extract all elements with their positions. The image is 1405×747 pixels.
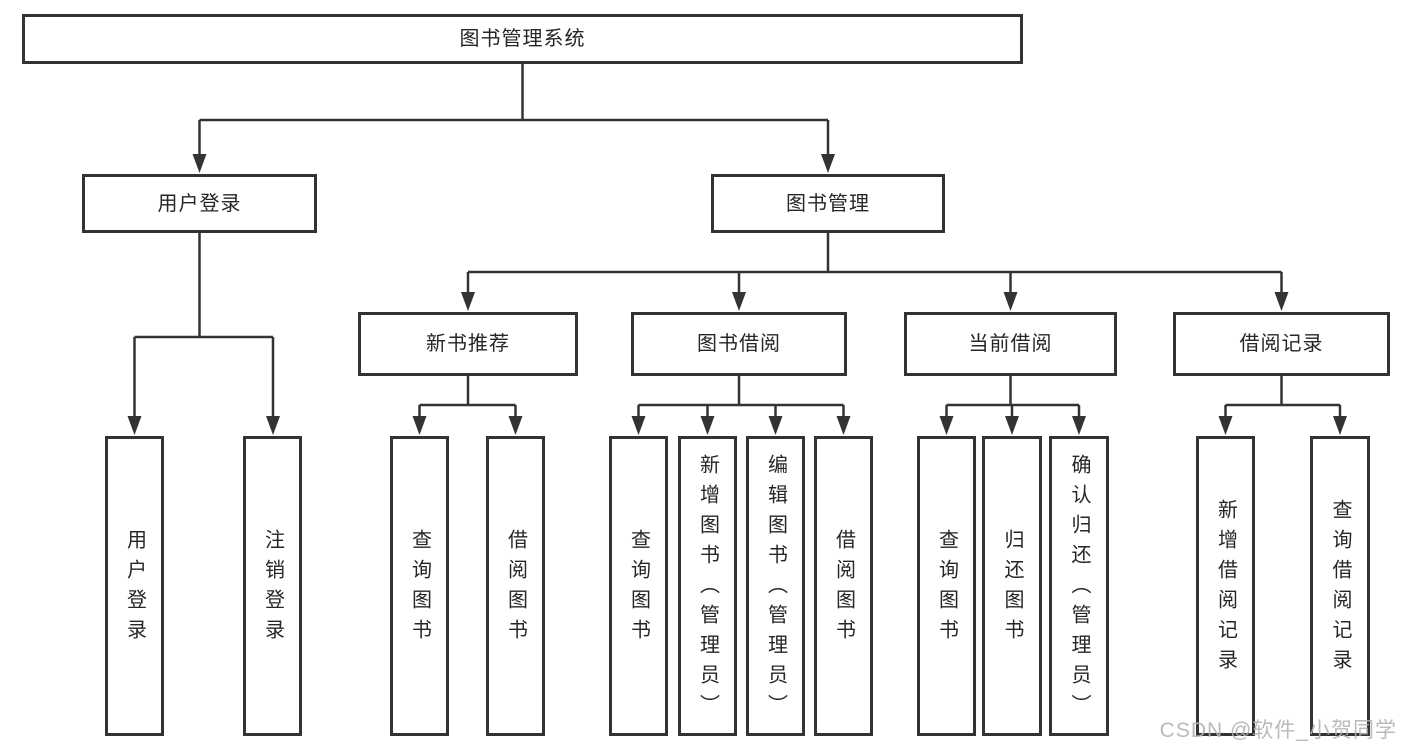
leaf-node-return-books: 归还图书 <box>982 436 1042 736</box>
module-node-book-borrow: 图书借阅 <box>631 312 847 376</box>
branch-node-user-login: 用户登录 <box>82 174 317 233</box>
connector-book-mgmt-to-modules <box>466 233 1283 296</box>
leaf-node-query-books-current: 查询图书 <box>917 436 976 736</box>
module-node-borrow-records: 借阅记录 <box>1173 312 1390 376</box>
leaf-node-add-borrow-record: 新增借阅记录 <box>1196 436 1255 736</box>
leaf-node-query-borrow-record: 查询借阅记录 <box>1310 436 1370 736</box>
module-node-current-borrow: 当前借阅 <box>904 312 1117 376</box>
leaf-node-query-books-borrow: 查询图书 <box>609 436 668 736</box>
connector-records-to-leaves <box>1224 376 1342 421</box>
connector-book-borrow-to-leaves <box>637 376 845 421</box>
leaf-node-edit-books-admin: 编辑图书（管理员） <box>746 436 805 736</box>
leaf-node-user-login: 用户登录 <box>105 436 164 736</box>
leaf-node-confirm-return-admin: 确认归还（管理员） <box>1049 436 1109 736</box>
leaf-node-borrow-books-recommend: 借阅图书 <box>486 436 545 736</box>
leaf-node-logout: 注销登录 <box>243 436 302 736</box>
connector-current-borrow-to-leaves <box>945 376 1081 421</box>
connector-user-login-to-leaves <box>133 233 275 420</box>
root-node-library-system: 图书管理系统 <box>22 14 1023 64</box>
arrowheads <box>127 154 1347 435</box>
leaf-node-borrow-books: 借阅图书 <box>814 436 873 736</box>
leaf-node-add-books-admin: 新增图书（管理员） <box>678 436 737 736</box>
connector-root-to-branches <box>198 64 830 158</box>
connector-new-book-to-leaves <box>418 376 517 421</box>
leaf-node-query-books-recommend: 查询图书 <box>390 436 449 736</box>
csdn-watermark: CSDN @软件_小贺同学 <box>1159 719 1397 742</box>
branch-node-book-management: 图书管理 <box>711 174 945 233</box>
module-node-new-book-recommend: 新书推荐 <box>358 312 578 376</box>
